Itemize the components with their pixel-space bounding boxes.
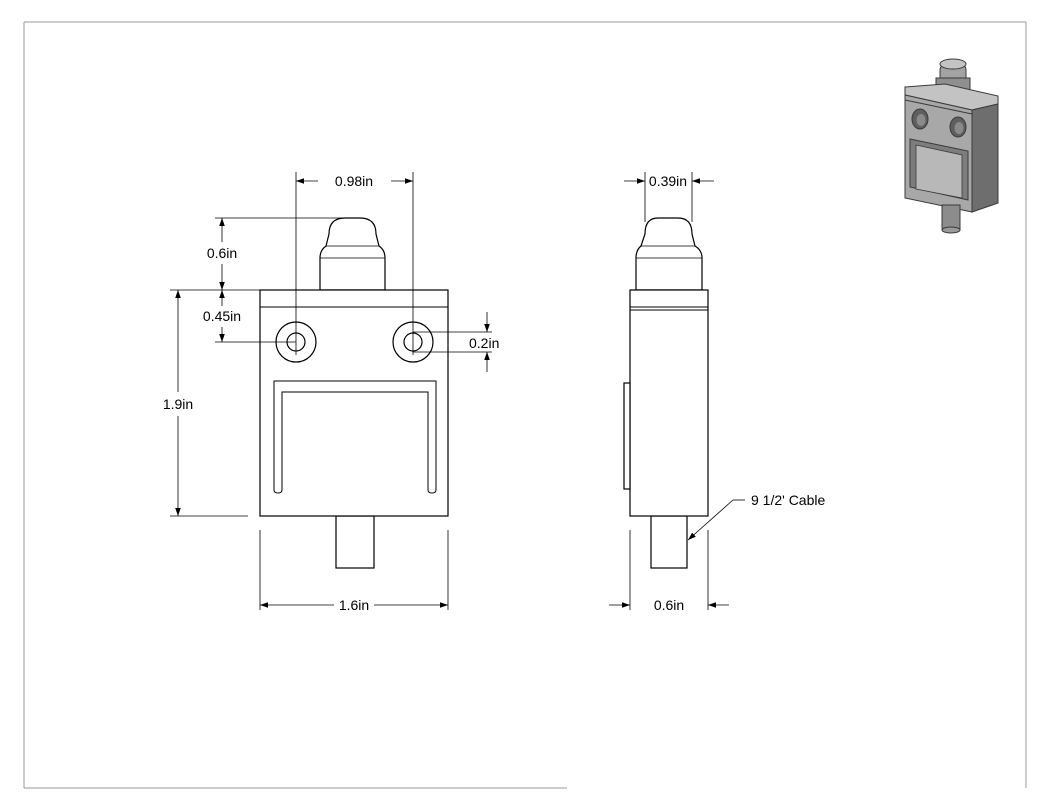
side-view — [623, 217, 709, 569]
dim-plunger-width-side: 0.39in — [649, 173, 687, 189]
sheet-border — [23, 21, 1027, 789]
dim-hole-from-top: 0.45in — [203, 308, 241, 324]
dim-pitch-holes: 0.98in — [335, 173, 373, 189]
front-dimensions: 0.98in 0.6in 0.45in 0.2in 1.9in 1.6in — [163, 172, 499, 613]
side-dimensions: 0.39in 0.6in 9 1/2' Cable — [609, 172, 825, 613]
front-view — [259, 217, 449, 569]
cable-callout: 9 1/2' Cable — [751, 492, 825, 508]
dim-hole-diameter: 0.2in — [469, 335, 499, 351]
dim-plunger-height: 0.6in — [207, 245, 237, 261]
dim-body-height: 1.9in — [163, 396, 193, 412]
isometric-view — [904, 58, 999, 234]
dim-body-depth: 0.6in — [654, 597, 684, 613]
dim-body-width: 1.6in — [339, 597, 369, 613]
